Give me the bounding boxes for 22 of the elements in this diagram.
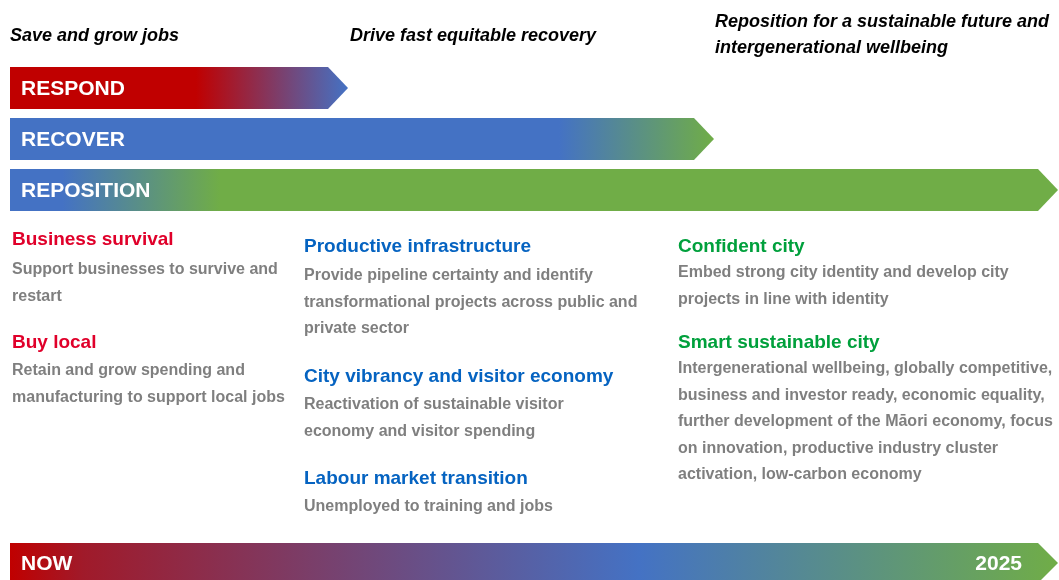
section-heading: Confident city: [678, 234, 806, 258]
section-heading: City vibrancy and visitor economy: [304, 364, 615, 388]
description-text: Intergenerational wellbeing, globally competitive, business and investor ready, economic equality, further development of the Māori economy, focus on innovation, productive industry cluster activation, low-carbon economy: [678, 358, 1054, 484]
description-text: Retain and grow spending and manufacturing to support local jobs: [12, 360, 286, 407]
phase-caption: Drive fast equitable recovery: [350, 24, 598, 47]
description-text: Unemployed to training and jobs: [304, 496, 554, 516]
phase-label: RECOVER: [21, 127, 125, 151]
description-text: Embed strong city identity and develop city projects in line with identity: [678, 262, 1010, 309]
phase-label: RESPOND: [21, 76, 125, 100]
description-text: Provide pipeline certainty and identify transformational projects across public and private sector: [304, 265, 639, 338]
section-heading: Buy local: [12, 330, 98, 354]
section-heading: Labour market transition: [304, 466, 529, 490]
year-label: 2025: [975, 551, 1022, 575]
phase-label: REPOSITION: [21, 178, 151, 202]
phase-caption: Reposition for a sustainable future and intergenerational wellbeing: [715, 10, 1051, 59]
section-heading: Smart sustainable city: [678, 330, 881, 354]
description-text: Reactivation of sustainable visitor economy and visitor spending: [304, 394, 565, 441]
phase-label: NOW: [21, 551, 73, 575]
description-text: Support businesses to survive and restart: [12, 259, 279, 306]
section-heading: Productive infrastructure: [304, 234, 532, 258]
section-heading: Business survival: [12, 227, 175, 251]
phase-caption: Save and grow jobs: [10, 24, 181, 47]
